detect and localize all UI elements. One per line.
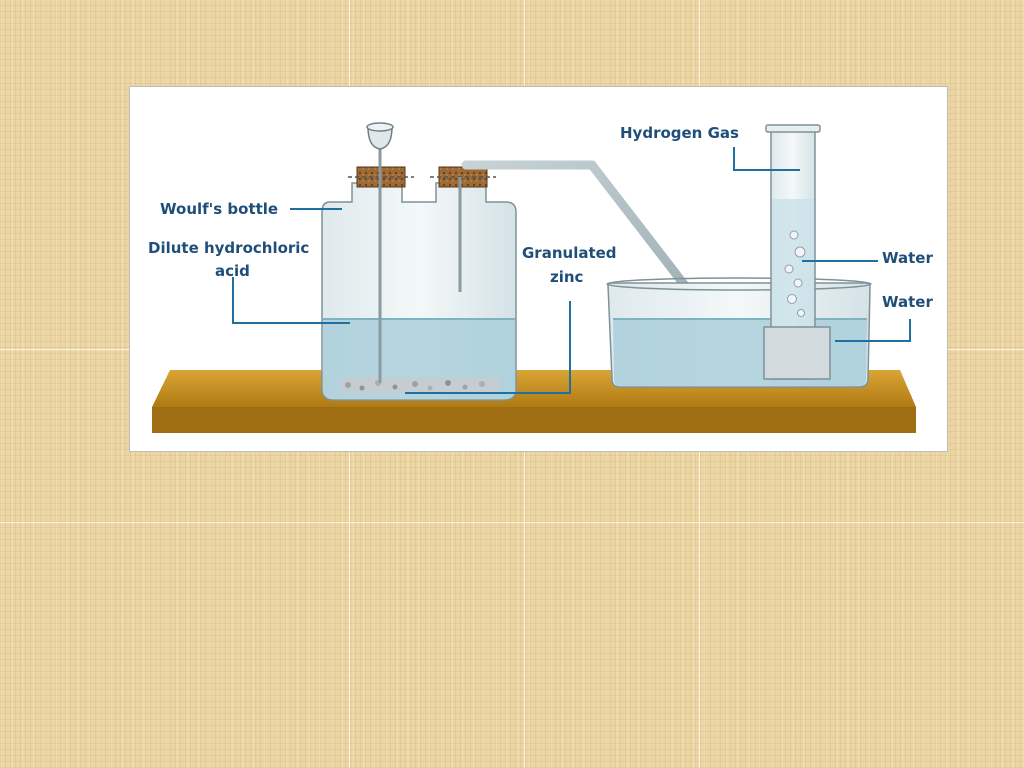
label-granulated-line1: Granulated xyxy=(522,244,617,262)
water-trough xyxy=(606,277,872,388)
label-leader-lines xyxy=(232,147,911,394)
woulfs-bottle xyxy=(321,122,517,401)
label-water-trough: Water xyxy=(882,293,933,311)
zinc-granules xyxy=(340,377,500,393)
cork-stoppers xyxy=(348,166,496,188)
thistle-funnel xyxy=(366,122,394,383)
gas-jar xyxy=(763,124,831,380)
label-dilute-acid-line1: Dilute hydrochloric xyxy=(148,239,309,257)
hydrogen-preparation-diagram: Woulf's bottle Dilute hydrochloric acid … xyxy=(129,86,948,452)
hydrogen-bubbles xyxy=(784,230,806,317)
diagram-canvas: Woulf's bottle Dilute hydrochloric acid … xyxy=(148,122,933,433)
label-woulfs-bottle: Woulf's bottle xyxy=(160,200,278,218)
beehive-shelf xyxy=(763,326,831,380)
label-hydrogen-gas: Hydrogen Gas xyxy=(620,124,739,142)
label-granulated-line2: zinc xyxy=(550,268,583,286)
label-dilute-acid-line2: acid xyxy=(215,262,250,280)
label-water-cylinder: Water xyxy=(882,249,933,267)
